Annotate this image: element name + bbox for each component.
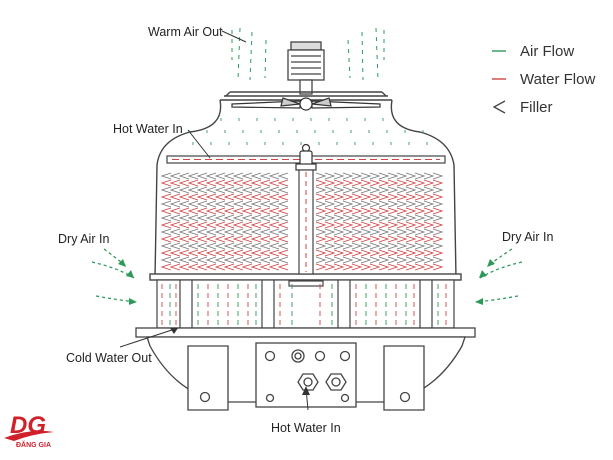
hot-water-in-bottom-arrowhead	[302, 386, 310, 395]
dry-air-in-right-arrow-3	[487, 248, 513, 267]
tower-top-cover	[156, 91, 455, 166]
legend-air-flow-label: Air Flow	[520, 43, 574, 60]
warm-air-out-streaks	[231, 27, 385, 81]
pipe-connection-panel	[255, 342, 357, 408]
filler-chevron-row	[315, 186, 444, 194]
filler-chevron-row	[160, 193, 289, 201]
filler-chevron-row	[160, 221, 289, 229]
filler-chevron-row	[315, 200, 444, 208]
filler-chevron-row	[160, 172, 289, 180]
filler-chevron-row	[315, 193, 444, 201]
cold-water-out-label: Cold Water Out	[66, 351, 152, 365]
warm-air-streak	[347, 39, 351, 79]
hot-water-in-top-label: Hot Water In	[113, 122, 183, 136]
filler-chevron-row	[160, 186, 289, 194]
filler-chevron-row	[160, 242, 289, 250]
dry-air-in-right-arrow-1-head	[479, 270, 487, 278]
filler-chevron-row	[160, 179, 289, 187]
dry-air-in-left-arrow-2-head	[129, 298, 137, 305]
filler-chevron-row	[315, 214, 444, 222]
legend-filler-label: Filler	[520, 99, 553, 116]
tower-legs	[187, 345, 425, 411]
filler-chevron-row	[315, 235, 444, 243]
sprinkler-head	[295, 143, 317, 171]
filler-chevron-row	[315, 228, 444, 236]
warm-air-out-label: Warm Air Out	[148, 25, 223, 39]
hot-water-in-bottom-label: Hot Water In	[271, 421, 341, 435]
dry-air-in-right-arrow-3-head	[487, 259, 495, 267]
warm-air-streak	[264, 39, 267, 79]
dome-air-streaks	[188, 118, 428, 148]
legend: Air Flow Water Flow Filler	[492, 43, 595, 116]
legend-water-flow-label: Water Flow	[520, 71, 595, 88]
filler-chevron-row	[315, 242, 444, 250]
filler-chevron-row	[315, 263, 444, 271]
cold-water-out-arrowhead	[170, 328, 178, 334]
dry-air-in-left-arrow-3-head	[118, 259, 126, 267]
leader-lines	[119, 30, 309, 411]
warm-air-streak	[237, 27, 241, 81]
filler-swatch	[492, 100, 506, 114]
dry-air-in-arrows	[91, 248, 523, 305]
warm-air-streak	[361, 31, 364, 81]
logo-tagline: ĐĂNG GIA	[16, 440, 51, 449]
filler-chevron-row	[160, 256, 289, 264]
dry-air-in-left-label: Dry Air In	[58, 232, 109, 246]
dry-air-in-right-label: Dry Air In	[502, 230, 553, 244]
warm-air-streak	[249, 31, 253, 81]
dry-air-in-right-arrow-1	[479, 261, 523, 279]
warm-air-out-leader	[221, 30, 247, 43]
filler-chevron-row	[315, 172, 444, 180]
filler-chevron-row	[315, 249, 444, 257]
filler-chevron-row	[160, 235, 289, 243]
logo-swoosh	[4, 430, 54, 441]
filler-chevron-row	[160, 228, 289, 236]
logo-mark: DG	[10, 412, 46, 439]
filler-chevron-row	[160, 214, 289, 222]
dry-air-in-left-arrow-1	[91, 261, 135, 279]
hot-water-in-top-leader	[187, 129, 211, 159]
basin-flow-streaks	[161, 284, 447, 326]
filler-chevron-row	[160, 249, 289, 257]
dang-gia-logo: DG ĐĂNG GIA	[4, 412, 54, 449]
filler-chevron-row	[160, 200, 289, 208]
cold-water-out-leader	[119, 327, 179, 348]
filler-chevron-row	[315, 207, 444, 215]
filler-chevron-row	[315, 221, 444, 229]
warm-air-streak	[375, 27, 379, 81]
filler-chevron-row	[160, 207, 289, 215]
dry-air-in-right-arrow-2-head	[475, 298, 483, 305]
dry-air-in-left-arrow-1-head	[126, 270, 134, 278]
basin-frame	[156, 279, 455, 329]
filler-chevron-row	[315, 256, 444, 264]
fan-motor	[287, 41, 325, 95]
filler-media	[160, 172, 444, 271]
filler-chevron-row	[160, 263, 289, 271]
filler-chevron-row	[315, 179, 444, 187]
fan-blades	[231, 97, 381, 111]
